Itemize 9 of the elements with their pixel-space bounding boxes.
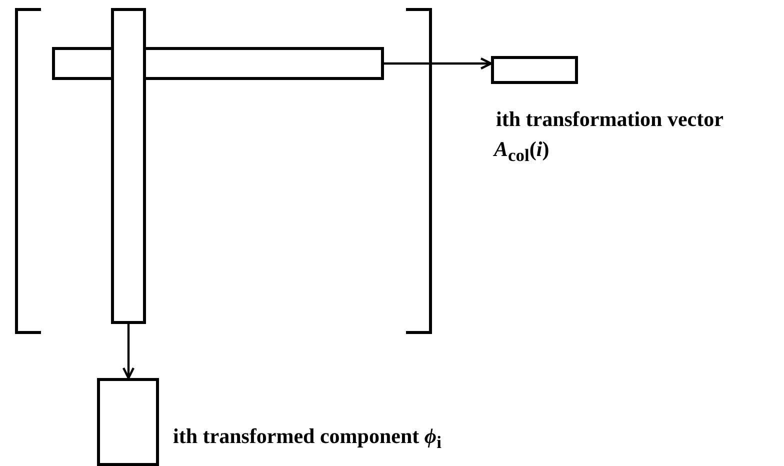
output-box: [97, 378, 159, 466]
output-box: [491, 56, 578, 84]
caption-text: A$_{col}$(i): [494, 138, 550, 166]
caption-text: ith transformation vector: [496, 108, 724, 132]
arrow: [384, 57, 492, 70]
arrow: [122, 324, 135, 380]
caption-text: ith transformed component ϕ$_{i}$: [173, 425, 442, 452]
matrix-bar: [111, 8, 146, 324]
matrix-bracket: [15, 8, 432, 334]
